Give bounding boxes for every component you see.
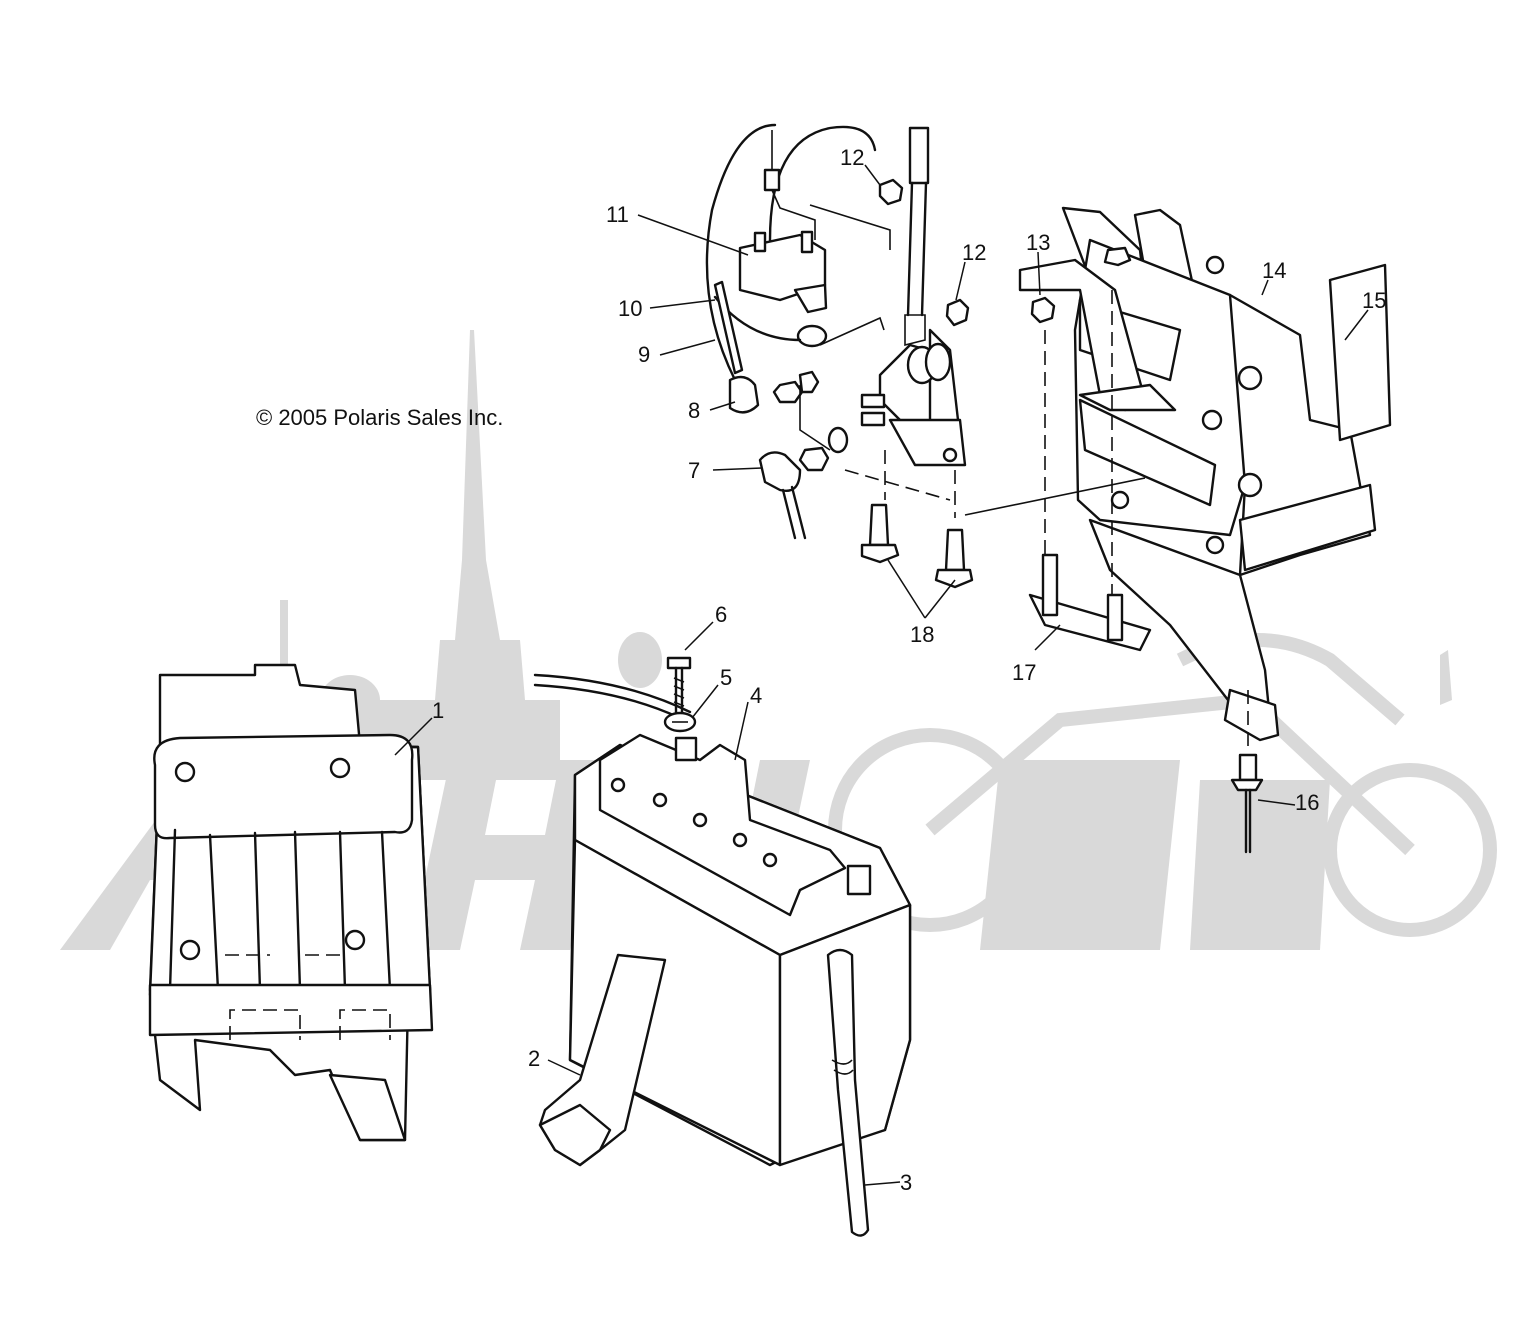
- callout-5: 5: [720, 665, 732, 690]
- callout-11: 11: [606, 202, 629, 227]
- callout-2: 2: [528, 1046, 540, 1071]
- mounting-bracket: [964, 206, 1392, 854]
- callout-8: 8: [688, 398, 700, 423]
- callout-leaders: [394, 164, 1369, 1186]
- copyright-notice: © 2005 Polaris Sales Inc.: [256, 405, 504, 430]
- callout-3: 3: [900, 1170, 912, 1195]
- callout-15: 15: [1362, 288, 1386, 313]
- callout-18: 18: [910, 622, 934, 647]
- battery-strap: [538, 953, 667, 1167]
- solenoid-assembly: [705, 123, 970, 540]
- callout-14: 14: [1262, 258, 1286, 283]
- callout-13: 13: [1026, 230, 1050, 255]
- callout-6: 6: [715, 602, 727, 627]
- battery-cable-bolt: [533, 656, 697, 733]
- callout-labels: 1 2 3 4 5 6 7 8 9 10 11 12 12 13 14 15 1…: [432, 145, 1386, 1195]
- callout-12-right: 12: [962, 240, 986, 265]
- callout-17: 17: [1012, 660, 1036, 685]
- callout-9: 9: [638, 342, 650, 367]
- callout-4: 4: [750, 683, 762, 708]
- callout-12-top: 12: [840, 145, 864, 170]
- mounting-bolts: [860, 503, 974, 589]
- callout-16: 16: [1295, 790, 1319, 815]
- callout-1: 1: [432, 698, 444, 723]
- battery-box: [148, 663, 434, 1142]
- vent-tube: [826, 948, 870, 1237]
- callout-10: 10: [618, 296, 642, 321]
- callout-7: 7: [688, 458, 700, 483]
